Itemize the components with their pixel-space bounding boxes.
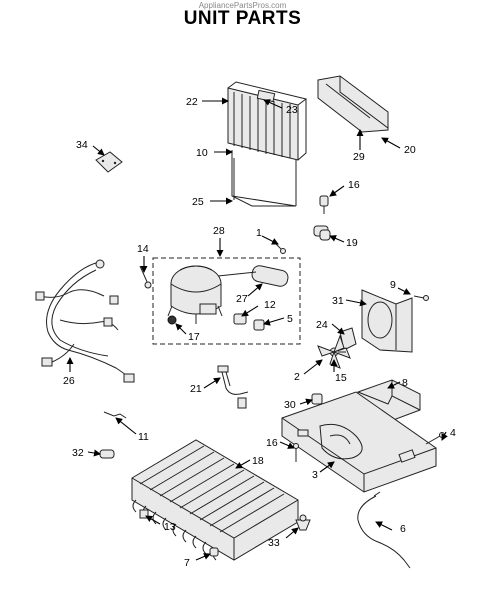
callout-13: 13: [164, 521, 176, 533]
fan-shroud: [339, 289, 413, 353]
screw-4: [425, 432, 445, 445]
machine-compartment-base: [281, 391, 437, 493]
callout-18: 18: [252, 455, 264, 467]
callout-27: 27: [236, 293, 248, 305]
callout-25: 25: [192, 196, 204, 208]
watermark: AppliancePartsPros.com: [198, 1, 287, 10]
callout-6: 6: [400, 523, 406, 535]
callout-leaders: [66, 97, 448, 561]
callout-2: 2: [294, 371, 300, 383]
callout-8: 8: [402, 377, 408, 389]
wire-harness: [35, 259, 135, 383]
callout-11: 11: [138, 431, 149, 443]
page-title: UNIT PARTS: [183, 8, 302, 29]
callout-12: 12: [264, 299, 276, 311]
condenser-bracket-wire: [231, 150, 297, 207]
callout-28: 28: [213, 225, 225, 237]
bolt-14: [139, 265, 152, 289]
callout-24: 24: [316, 319, 328, 331]
callout-7: 7: [184, 557, 190, 569]
grommet-30: [311, 393, 323, 405]
fan-blade: [317, 334, 351, 369]
callout-19: 19: [346, 237, 358, 249]
screw-9: [413, 295, 429, 301]
fittings-16-19: [313, 195, 331, 241]
drain-tube-6: [357, 491, 411, 569]
screw-1: [275, 243, 286, 254]
callout-5: 5: [287, 313, 293, 325]
callout-29: 29: [353, 151, 365, 163]
callout-32: 32: [72, 447, 84, 459]
callout-20: 20: [404, 144, 416, 156]
callout-22: 22: [186, 96, 198, 108]
callout-14: 14: [137, 243, 149, 255]
grommet-33: [295, 514, 311, 531]
callout-31: 31: [332, 295, 344, 307]
callout-16-bottom: 16: [266, 437, 278, 449]
callout-34: 34: [76, 139, 88, 151]
air-duct: [317, 75, 389, 133]
drier-32: [99, 449, 115, 459]
callout-10: 10: [196, 147, 208, 159]
condenser-coil-lower: [131, 439, 299, 561]
callout-1: 1: [256, 227, 262, 239]
callout-16-top: 16: [348, 179, 360, 191]
plug-7: [209, 547, 219, 557]
drain-tube-21: [217, 365, 249, 409]
callout-33: 33: [268, 537, 280, 549]
screw-13: [139, 509, 149, 519]
callout-17: 17: [188, 331, 200, 343]
callout-3: 3: [312, 469, 318, 481]
callout-4: 4: [450, 427, 456, 439]
clip-11: [103, 411, 127, 419]
compressor-assembly: [152, 257, 301, 345]
callout-26: 26: [63, 375, 75, 387]
callout-15: 15: [335, 372, 347, 384]
callout-21: 21: [190, 383, 202, 395]
screw-16: [293, 443, 299, 462]
callout-23: 23: [286, 104, 298, 116]
callout-30: 30: [284, 399, 296, 411]
callout-labels: 22 23 20 29 34 10 25 16 19 28 1 14 9 27 …: [63, 96, 456, 569]
mounting-plate: [95, 151, 123, 173]
callout-9: 9: [390, 279, 396, 291]
condenser-coil: [227, 81, 308, 161]
